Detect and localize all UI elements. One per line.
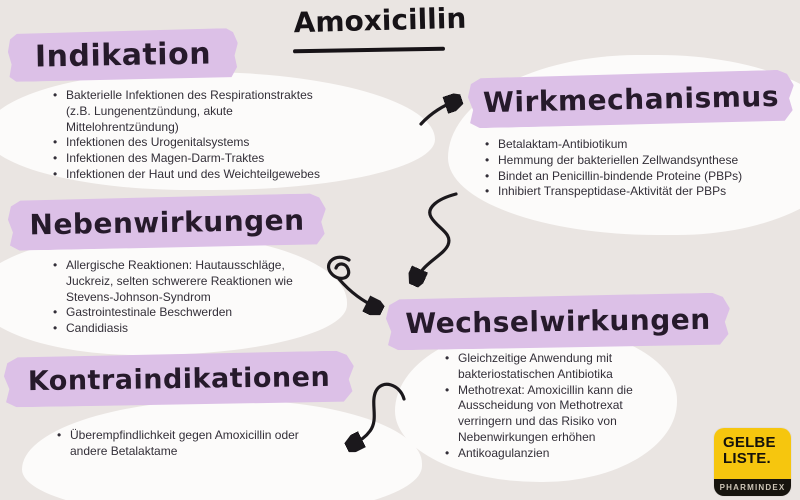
arrow-wirkmechanismus-to-wechselwirkungen-icon: [416, 192, 458, 280]
bullet-item: Bakterielle Infektionen des Respirations…: [52, 88, 337, 135]
bullet-item: Hemmung der bakteriellen Zellwandsynthes…: [484, 153, 769, 169]
bullet-item: Gastrointestinale Beschwerden: [52, 305, 294, 321]
section-header-label: Kontraindikationen: [27, 361, 331, 397]
bullet-item: Methotrexat: Amoxicillin kann die Aussch…: [444, 383, 646, 446]
section-header-label: Nebenwirkungen: [29, 203, 305, 241]
bullet-item: Inhibiert Transpeptidase-Aktivität der P…: [484, 184, 769, 200]
bullet-item: Gleichzeitige Anwendung mit bakteriostat…: [444, 351, 646, 383]
logo-line1: GELBE: [723, 434, 776, 451]
nebenwirkungen-bullet-list: Allergische Reaktionen: Hautausschläge, …: [52, 258, 294, 337]
section-header-nebenwirkungen: Nebenwirkungen: [8, 193, 327, 251]
section-header-label: Wirkmechanismus: [482, 79, 780, 119]
bullet-item: Infektionen des Urogenitalsystems: [52, 135, 337, 151]
logo-yellow-panel: GELBE LISTE.: [714, 428, 791, 479]
logo-line2: LISTE.: [723, 450, 771, 467]
logo-subtitle: PHARMINDEX: [714, 479, 791, 496]
wechselwirkungen-bullet-list: Gleichzeitige Anwendung mit bakteriostat…: [444, 351, 646, 462]
title-underline: [292, 46, 446, 54]
bullet-item: Antikoagulanzien: [444, 446, 646, 462]
page-title: Amoxicillin: [293, 1, 467, 40]
section-header-kontraindikationen: Kontraindikationen: [4, 351, 355, 408]
bullet-item: Infektionen des Magen-Darm-Traktes: [52, 151, 337, 167]
bullet-item: Allergische Reaktionen: Hautausschläge, …: [52, 258, 294, 305]
bullet-item: Betalaktam-Antibiotikum: [484, 137, 769, 153]
bullet-item: Überempfindlichkeit gegen Amoxicillin od…: [56, 428, 304, 460]
section-header-label: Indikation: [34, 35, 212, 75]
section-header-label: Wechselwirkungen: [405, 302, 711, 341]
indikation-bullet-list: Bakterielle Infektionen des Respirations…: [52, 88, 337, 183]
wirkmechanismus-bullet-list: Betalaktam-Antibiotikum Hemmung der bakt…: [484, 137, 769, 200]
section-header-wechselwirkungen: Wechselwirkungen: [386, 293, 731, 351]
bullet-item: Infektionen der Haut und des Weichteilge…: [52, 167, 337, 183]
kontraindikationen-bullet-list: Überempfindlichkeit gegen Amoxicillin od…: [56, 428, 304, 460]
gelbe-liste-logo: GELBE LISTE. PHARMINDEX: [714, 428, 791, 496]
bullet-item: Bindet an Penicillin-bindende Proteine (…: [484, 169, 769, 185]
section-header-indikation: Indikation: [8, 28, 239, 82]
section-header-wirkmechanismus: Wirkmechanismus: [467, 70, 794, 129]
bullet-item: Candidiasis: [52, 321, 294, 337]
